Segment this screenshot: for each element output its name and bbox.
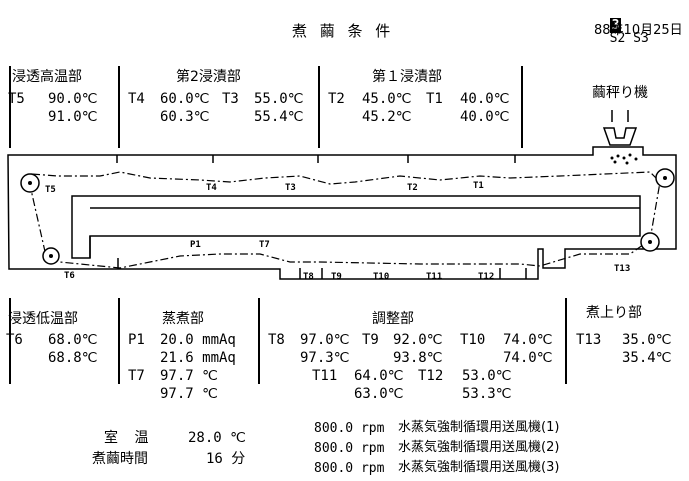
cooked-t13-label: T13: [576, 332, 602, 348]
diagram-label-t5: T5: [45, 185, 56, 195]
steam-p1-label: P1: [128, 332, 145, 348]
cocoon-dots: [610, 153, 638, 165]
step-labels: S2 S3: [609, 31, 649, 46]
soak2-t4-actual: 60.3℃: [160, 109, 210, 125]
cooked-t13-actual: 35.4℃: [622, 350, 672, 366]
fan-1-rpm: 800.0 rpm: [314, 421, 385, 436]
diagram-label-t2: T2: [407, 183, 418, 193]
adjust-t8-setpoint: 97.0℃: [300, 332, 350, 348]
report-badge: 3 S2 S3: [594, 6, 649, 45]
adjust-t9-setpoint: 92.0℃: [393, 332, 443, 348]
fan-1-name: 水蒸気強制循環用送風機(1): [398, 420, 560, 435]
diagram-label-t3: T3: [285, 183, 296, 193]
high-temp-t5-label: T5: [8, 91, 25, 107]
steam-p1-actual: 21.6 mmAq: [160, 350, 236, 366]
room-temp-label: 室 温: [104, 430, 155, 446]
fan-2-rpm: 800.0 rpm: [314, 441, 385, 456]
fan-3-rpm: 800.0 rpm: [314, 461, 385, 476]
high-temp-t5-setpoint: 90.0℃: [48, 91, 98, 107]
report-number-badge: 3: [609, 18, 622, 33]
low-temp-t6-label: T6: [6, 332, 23, 348]
diagram-label-t6: T6: [64, 271, 75, 281]
cooked-title: 煮上り部: [586, 305, 642, 321]
diagram-label-t13: T13: [614, 264, 631, 274]
adjust-title: 調整部: [372, 311, 414, 327]
soak2-t4-label: T4: [128, 91, 145, 107]
adjust-t9-actual: 93.8℃: [393, 350, 443, 366]
soak1-t1-actual: 40.0℃: [460, 109, 510, 125]
soak1-t2-actual: 45.2℃: [362, 109, 412, 125]
low-temp-t6-actual: 68.8℃: [48, 350, 98, 366]
adjust-t11-label: T11: [312, 368, 338, 384]
soak2-t4-setpoint: 60.0℃: [160, 91, 210, 107]
top-divider-left: [9, 66, 11, 148]
diagram-label-t12: T12: [478, 272, 495, 282]
soak2-t3-setpoint: 55.0℃: [254, 91, 304, 107]
steam-t7-label: T7: [128, 368, 145, 384]
cooked-t13-setpoint: 35.0℃: [622, 332, 672, 348]
low-temp-title: 浸透低温部: [8, 311, 78, 327]
top-divider-2: [318, 66, 320, 148]
bottom-divider-3: [565, 298, 567, 384]
cooking-time-value: 16 分: [206, 451, 246, 467]
fan-2-name: 水蒸気強制循環用送風機(2): [398, 440, 560, 455]
steam-t7-setpoint: 97.7 ℃: [160, 368, 218, 384]
adjust-t10-actual: 74.0℃: [503, 350, 553, 366]
high-temp-t5-actual: 91.0℃: [48, 109, 98, 125]
soak1-t2-setpoint: 45.0℃: [362, 91, 412, 107]
bottom-divider-2: [258, 298, 260, 384]
soak2-t3-label: T3: [222, 91, 239, 107]
adjust-t12-actual: 53.3℃: [462, 386, 512, 402]
adjust-t11-setpoint: 64.0℃: [354, 368, 404, 384]
page-title: 煮 繭 条 件: [292, 22, 395, 40]
diagram-label-t11: T11: [426, 272, 443, 282]
adjust-t10-label: T10: [460, 332, 486, 348]
diagram-label-t8: T8: [303, 272, 314, 282]
diagram-label-p1: P1: [190, 240, 201, 250]
adjust-t11-actual: 63.0℃: [354, 386, 404, 402]
adjust-t10-setpoint: 74.0℃: [503, 332, 553, 348]
top-divider-1: [118, 66, 120, 148]
diagram-label-t10: T10: [373, 272, 390, 282]
top-divider-3: [521, 66, 523, 148]
conveyor-chain: [31, 171, 661, 269]
diagram-label-t1: T1: [473, 181, 484, 191]
soak1-title: 第１浸漬部: [372, 69, 442, 85]
frame-outline: [7, 146, 677, 280]
diagram-label-t9: T9: [331, 272, 342, 282]
adjust-t9-label: T9: [362, 332, 379, 348]
steam-t7-actual: 97.7 ℃: [160, 386, 218, 402]
bottom-divider-1: [118, 298, 120, 384]
fan-3-name: 水蒸気強制循環用送風機(3): [398, 460, 560, 475]
high-temp-title: 浸透高温部: [12, 69, 82, 85]
hopper-icon: [602, 127, 638, 146]
room-temp-value: 28.0 ℃: [188, 430, 246, 446]
adjust-t8-actual: 97.3℃: [300, 350, 350, 366]
report-date: 88年10月25日: [594, 23, 683, 38]
bottom-divider-left: [9, 298, 11, 384]
soak2-title: 第2浸漬部: [176, 69, 241, 85]
cocoon-scale-title: 繭秤り機: [592, 85, 648, 101]
inner-channel: [71, 195, 641, 259]
low-temp-t6-setpoint: 68.0℃: [48, 332, 98, 348]
adjust-t8-label: T8: [268, 332, 285, 348]
soak1-t1-label: T1: [426, 91, 443, 107]
soak1-t2-label: T2: [328, 91, 345, 107]
cooking-time-label: 煮繭時間: [92, 451, 148, 467]
soak2-t3-actual: 55.4℃: [254, 109, 304, 125]
steam-p1-setpoint: 20.0 mmAq: [160, 332, 236, 348]
diagram-label-t7: T7: [259, 240, 270, 250]
diagram-label-t4: T4: [206, 183, 217, 193]
adjust-t12-label: T12: [418, 368, 444, 384]
steam-title: 蒸煮部: [162, 311, 204, 327]
soak1-t1-setpoint: 40.0℃: [460, 91, 510, 107]
adjust-t12-setpoint: 53.0℃: [462, 368, 512, 384]
